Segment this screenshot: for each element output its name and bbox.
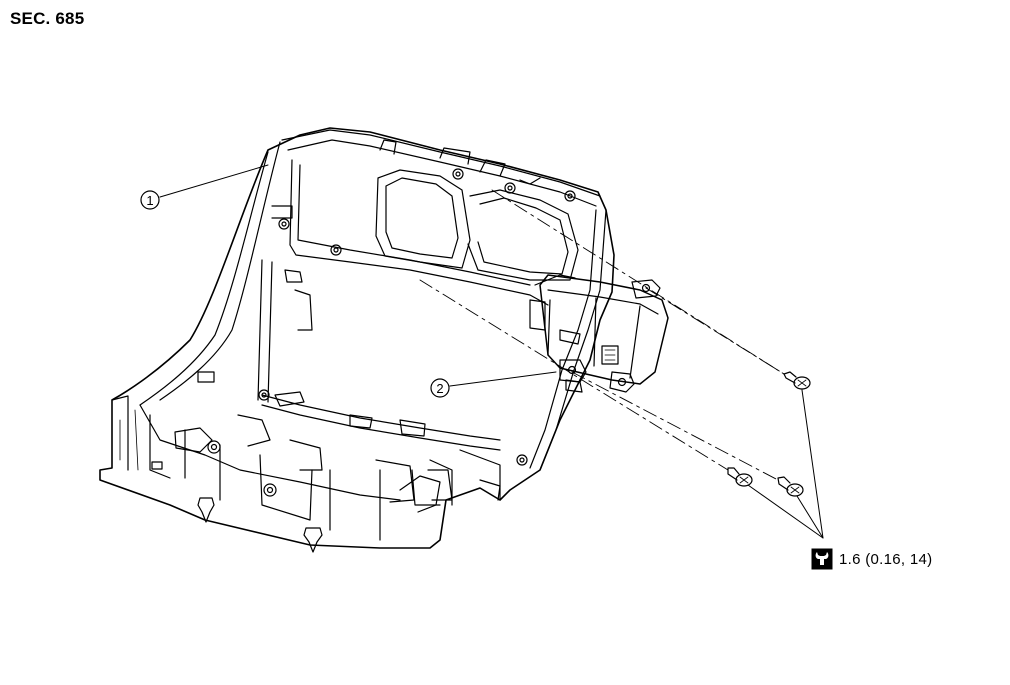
screw-1 [783,371,811,390]
control-unit [529,274,669,393]
cluster-lid-frame [99,127,615,553]
section-label: SEC. 685 [10,9,85,28]
screw-2 [727,467,753,487]
callout-2-number: 2 [436,381,443,396]
leader-lines [159,164,824,539]
callout-1: 1 [140,190,160,210]
torque-wrench-icon [811,548,833,570]
torque-spec: 1.6 (0.16, 14) [811,548,932,570]
alignment-lines [419,189,785,481]
callout-1-number: 1 [146,193,153,208]
screw-3 [777,476,804,497]
callout-2: 2 [430,378,450,398]
torque-value: 1.6 (0.16, 14) [839,550,933,568]
screws [727,371,811,497]
